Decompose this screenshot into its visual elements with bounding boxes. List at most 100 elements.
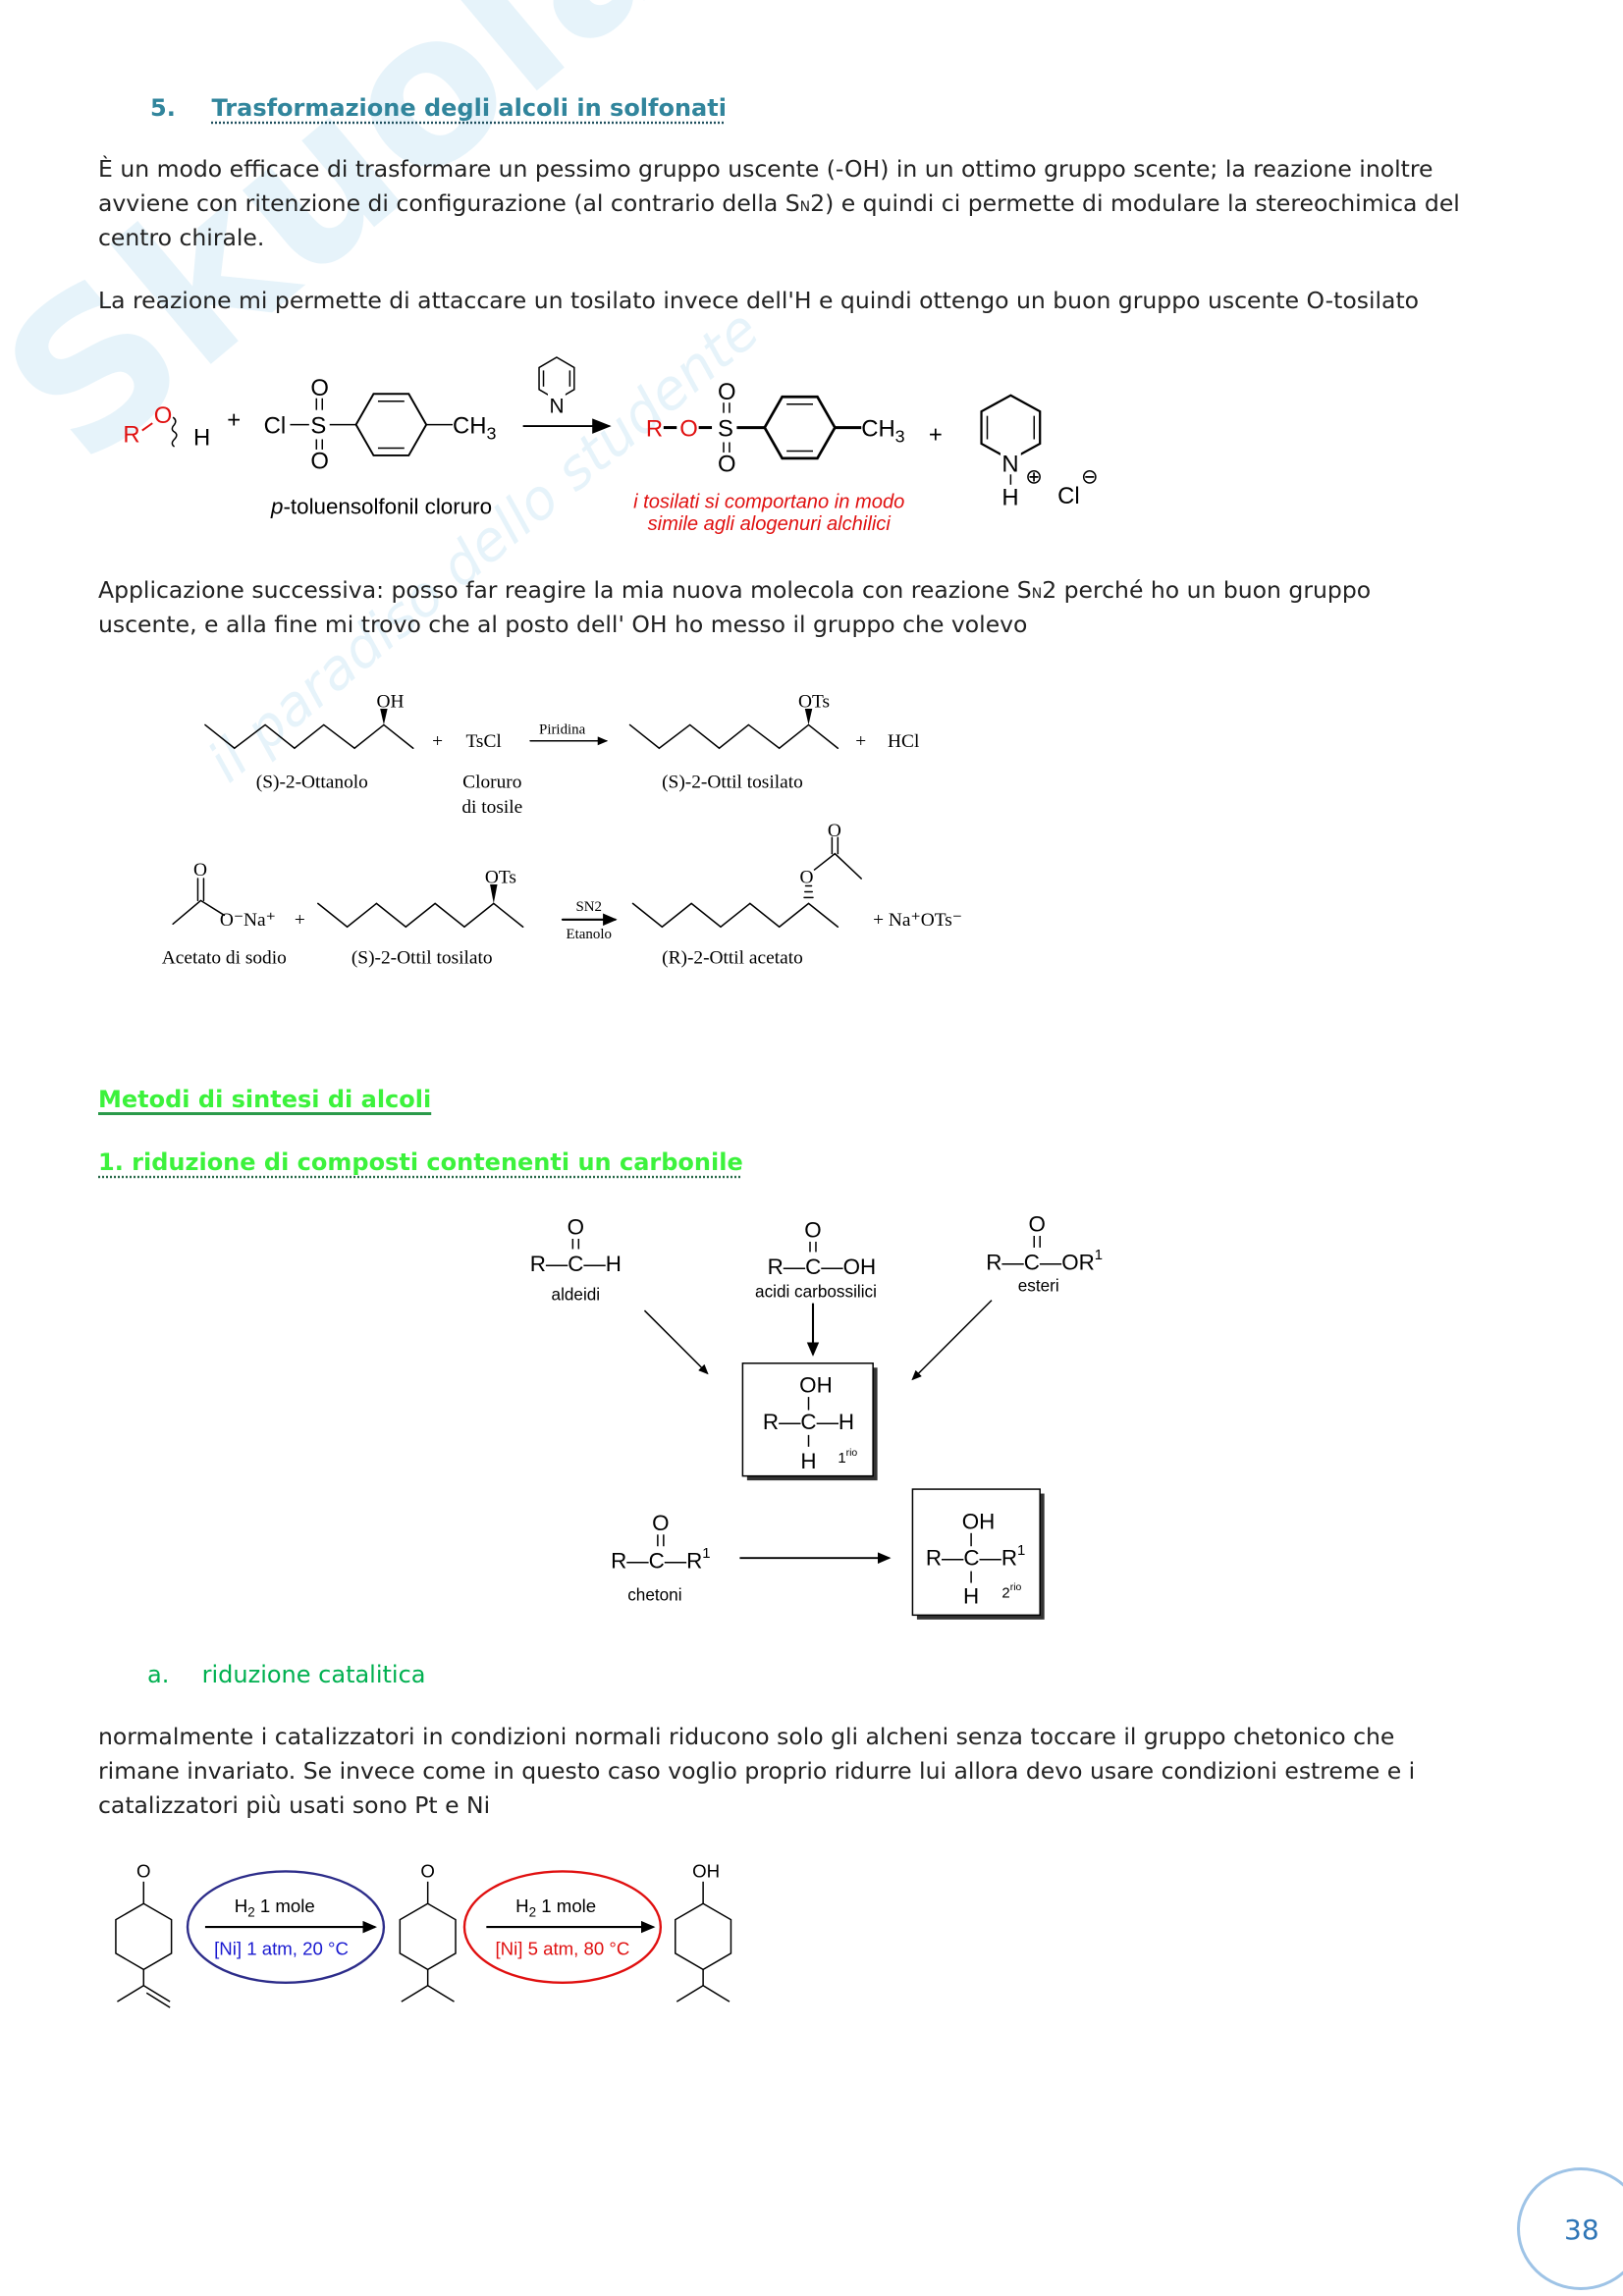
condition-label: Piridina: [539, 721, 586, 737]
atom-label: OH: [376, 691, 404, 712]
paragraph-line: centro chirale.: [98, 224, 265, 251]
heading-text: Metodi di sintesi di alcoli: [98, 1086, 432, 1113]
product-label: + Na⁺OTs⁻: [873, 910, 962, 931]
atom-label: O: [310, 375, 329, 401]
atom-label: O: [718, 451, 736, 477]
plus-sign: +: [227, 407, 241, 434]
compound-name: (S)-2-Ottil tosilato: [352, 948, 493, 969]
product-label: HCl: [888, 731, 919, 752]
carbon-chain: [204, 723, 414, 750]
cyclohexanone-ring: [399, 1902, 457, 1971]
plus-sign: +: [295, 910, 305, 931]
step1-reagent: H2 1 mole: [235, 1896, 315, 1919]
catalytic-reduction-scheme: O H2 1 mole [Ni] 1 atm, 20 °C O H2 1 mol…: [115, 1860, 732, 2008]
carbon-chain: [628, 723, 839, 750]
list-letter: a.: [147, 1661, 170, 1688]
atom-label: O: [310, 448, 329, 474]
primary-alcohol-box: [741, 1362, 874, 1477]
atom-label: O⁻Na⁺: [220, 910, 276, 931]
atom-label: Cl: [1057, 483, 1080, 509]
step1-conditions: [Ni] 1 atm, 20 °C: [214, 1938, 349, 1958]
atom-label: O: [679, 416, 698, 443]
atom-label: O: [136, 1860, 151, 1881]
benzene-ring: [354, 393, 428, 456]
degree-label: 2rio: [1001, 1582, 1021, 1601]
reagent-label: p-toluensolfonil cloruro: [270, 495, 492, 519]
plus-sign: +: [855, 731, 866, 752]
text: 2 perché ho un buon gruppo: [1042, 576, 1372, 604]
compound-class-label: aldeidi: [552, 1285, 601, 1305]
compound-name: Acetato di sodio: [162, 948, 287, 969]
paragraph-line: normalmente i catalizzatori in condizion…: [98, 1723, 1395, 1750]
negative-charge: ⊖: [1081, 465, 1099, 488]
atom-label: OH: [799, 1373, 833, 1398]
atom-label: S: [310, 413, 326, 440]
atom-label: N: [1001, 451, 1018, 477]
paragraph-line: rimane invariato. Se invece come in ques…: [98, 1757, 1416, 1785]
atom-label: O: [828, 821, 841, 841]
atom-label: H: [800, 1449, 816, 1473]
sn2-condition-label: SN2: [576, 899, 603, 915]
page-number-badge: 38: [1517, 2167, 1623, 2290]
page-number: 38: [1564, 2214, 1599, 2246]
benzene-ring: [763, 395, 837, 460]
wavy-bond: [171, 416, 178, 448]
heading-text: riduzione catalitica: [201, 1661, 426, 1688]
atom-label: O: [804, 1217, 821, 1242]
compound-class-label: chetoni: [627, 1584, 681, 1604]
formula: R—C—H: [530, 1252, 622, 1276]
methods-heading: Metodi di sintesi di alcoli: [98, 1086, 431, 1113]
atom-label: S: [718, 416, 733, 443]
step2-reagent: H2 1 mole: [515, 1896, 596, 1919]
atom-label: OH: [962, 1509, 996, 1533]
formula: R—C—R1: [611, 1546, 710, 1573]
secondary-alcohol-box: [911, 1488, 1041, 1617]
carbonyl-reduction-scheme: O R—C—H aldeidi O R—C—OH acidi carbossil…: [530, 1212, 1103, 1620]
compound-name: (S)-2-Ottil tosilato: [662, 773, 803, 793]
reaction-arrow: [911, 1300, 993, 1381]
methyl-label: CH3: [453, 413, 496, 444]
atom-label: O: [420, 1860, 435, 1881]
atom-label: O: [800, 868, 814, 888]
text: Applicazione successiva: posso far reagi…: [98, 576, 1032, 604]
step2-conditions: [Ni] 5 atm, 80 °C: [495, 1938, 629, 1958]
heading-text: 1. riduzione di composti contenenti un c…: [98, 1148, 743, 1176]
condition-label: Etanolo: [567, 927, 612, 942]
compound-class-label: esteri: [1018, 1276, 1059, 1296]
atom-label: OH: [692, 1860, 720, 1881]
atom-label: O: [154, 402, 173, 429]
tosylation-scheme: R O H + Cl S O O CH3 p-toluensolfonil cl…: [123, 356, 1099, 535]
sn2-scheme: OH + TsCl Piridina OTs + HCl (S)-2-Ottan…: [162, 691, 962, 968]
formula: R—C—H: [763, 1410, 854, 1434]
formula: R—C—R1: [926, 1543, 1025, 1570]
paragraph-line: Applicazione successiva: posso far reagi…: [98, 576, 1371, 604]
atom-label: O: [568, 1215, 584, 1240]
atom-label: H: [1001, 485, 1018, 511]
paragraph-line: avviene con ritenzione di configurazione…: [98, 189, 1460, 217]
note-text: i tosilati si comportano in modo: [633, 492, 904, 513]
paragraph-line: La reazione mi permette di attaccare un …: [98, 287, 1420, 314]
compound-name: di tosile: [461, 797, 522, 818]
subsection-1-heading: 1. riduzione di composti contenenti un c…: [98, 1148, 743, 1176]
compound-name: Cloruro: [462, 773, 521, 793]
atom-label: O: [718, 379, 736, 405]
text: avviene con ritenzione di configurazione…: [98, 189, 800, 217]
atom-label: OTs: [798, 691, 830, 712]
cyclohexanone-ring: [115, 1902, 173, 1971]
atom-label: R: [646, 416, 663, 443]
compound-class-label: acidi carbossilici: [755, 1282, 877, 1302]
atom-label: O: [193, 860, 207, 881]
subscript: N: [799, 199, 811, 215]
mild-conditions-ellipse: [186, 1870, 386, 1984]
atom-label: O: [652, 1511, 669, 1535]
positive-charge: ⊕: [1025, 465, 1043, 488]
degree-label: 1rio: [838, 1448, 857, 1467]
paragraph-line: È un modo efficace di trasformare un pes…: [98, 155, 1434, 183]
atom-label: Cl: [264, 413, 287, 440]
section-number: 5.: [150, 94, 176, 122]
atom-label: N: [549, 396, 564, 418]
reagent-label: TsCl: [465, 731, 501, 752]
subscript: N: [1031, 586, 1043, 602]
compound-name: (R)-2-Ottil acetato: [662, 948, 803, 969]
